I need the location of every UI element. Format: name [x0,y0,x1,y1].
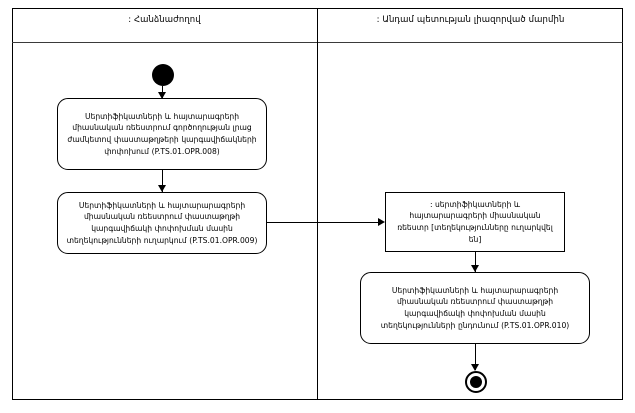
activity-node-opr-008[interactable]: Սերտիֆիկատների և հայտարագրերի միասնական … [57,98,267,170]
swimlane-title-commission: : Հանձնաժողով [128,15,201,25]
edge-objectnode-to-activity3 [475,252,476,272]
edge-activity2-to-objectnode [267,222,382,223]
edge-activity1-to-activity2 [162,170,163,192]
activity-node-opr-009[interactable]: Սերտիֆիկատների և հայտարարագրերի միասնակա… [57,192,267,254]
arrowhead-activity1-to-activity2 [158,185,166,192]
final-node[interactable] [465,371,487,393]
activity-node-opr-009-label: Սերտիֆիկատների և հայտարարագրերի միասնակա… [66,200,258,245]
object-node-unified-registry-label: : սերտիֆիկատների և հայտարարագրերի միասնա… [397,199,553,244]
edge-activity3-to-final [475,344,476,370]
activity-node-opr-008-label: Սերտիֆիկատների և հայտարագրերի միասնական … [67,111,257,156]
object-node-unified-registry[interactable]: : սերտիֆիկատների և հայտարարագրերի միասնա… [385,192,565,252]
arrowhead-initial-to-activity1 [158,92,166,99]
swimlane-title-member-state-authority: : Անդամ պետության լիազորված մարմին [376,15,565,25]
activity-node-opr-010-label: Սերտիֆիկատների և հայտարարագրերի միասնակա… [380,285,570,330]
arrowhead-activity3-to-final [471,364,479,371]
initial-node[interactable] [152,64,174,86]
arrowhead-objectnode-to-activity3 [471,265,479,272]
swimlane-vertical-divider [317,8,318,400]
activity-node-opr-010[interactable]: Սերտիֆիկատների և հայտարարագրերի միասնակա… [360,272,590,344]
arrowhead-activity2-to-objectnode [378,218,385,226]
